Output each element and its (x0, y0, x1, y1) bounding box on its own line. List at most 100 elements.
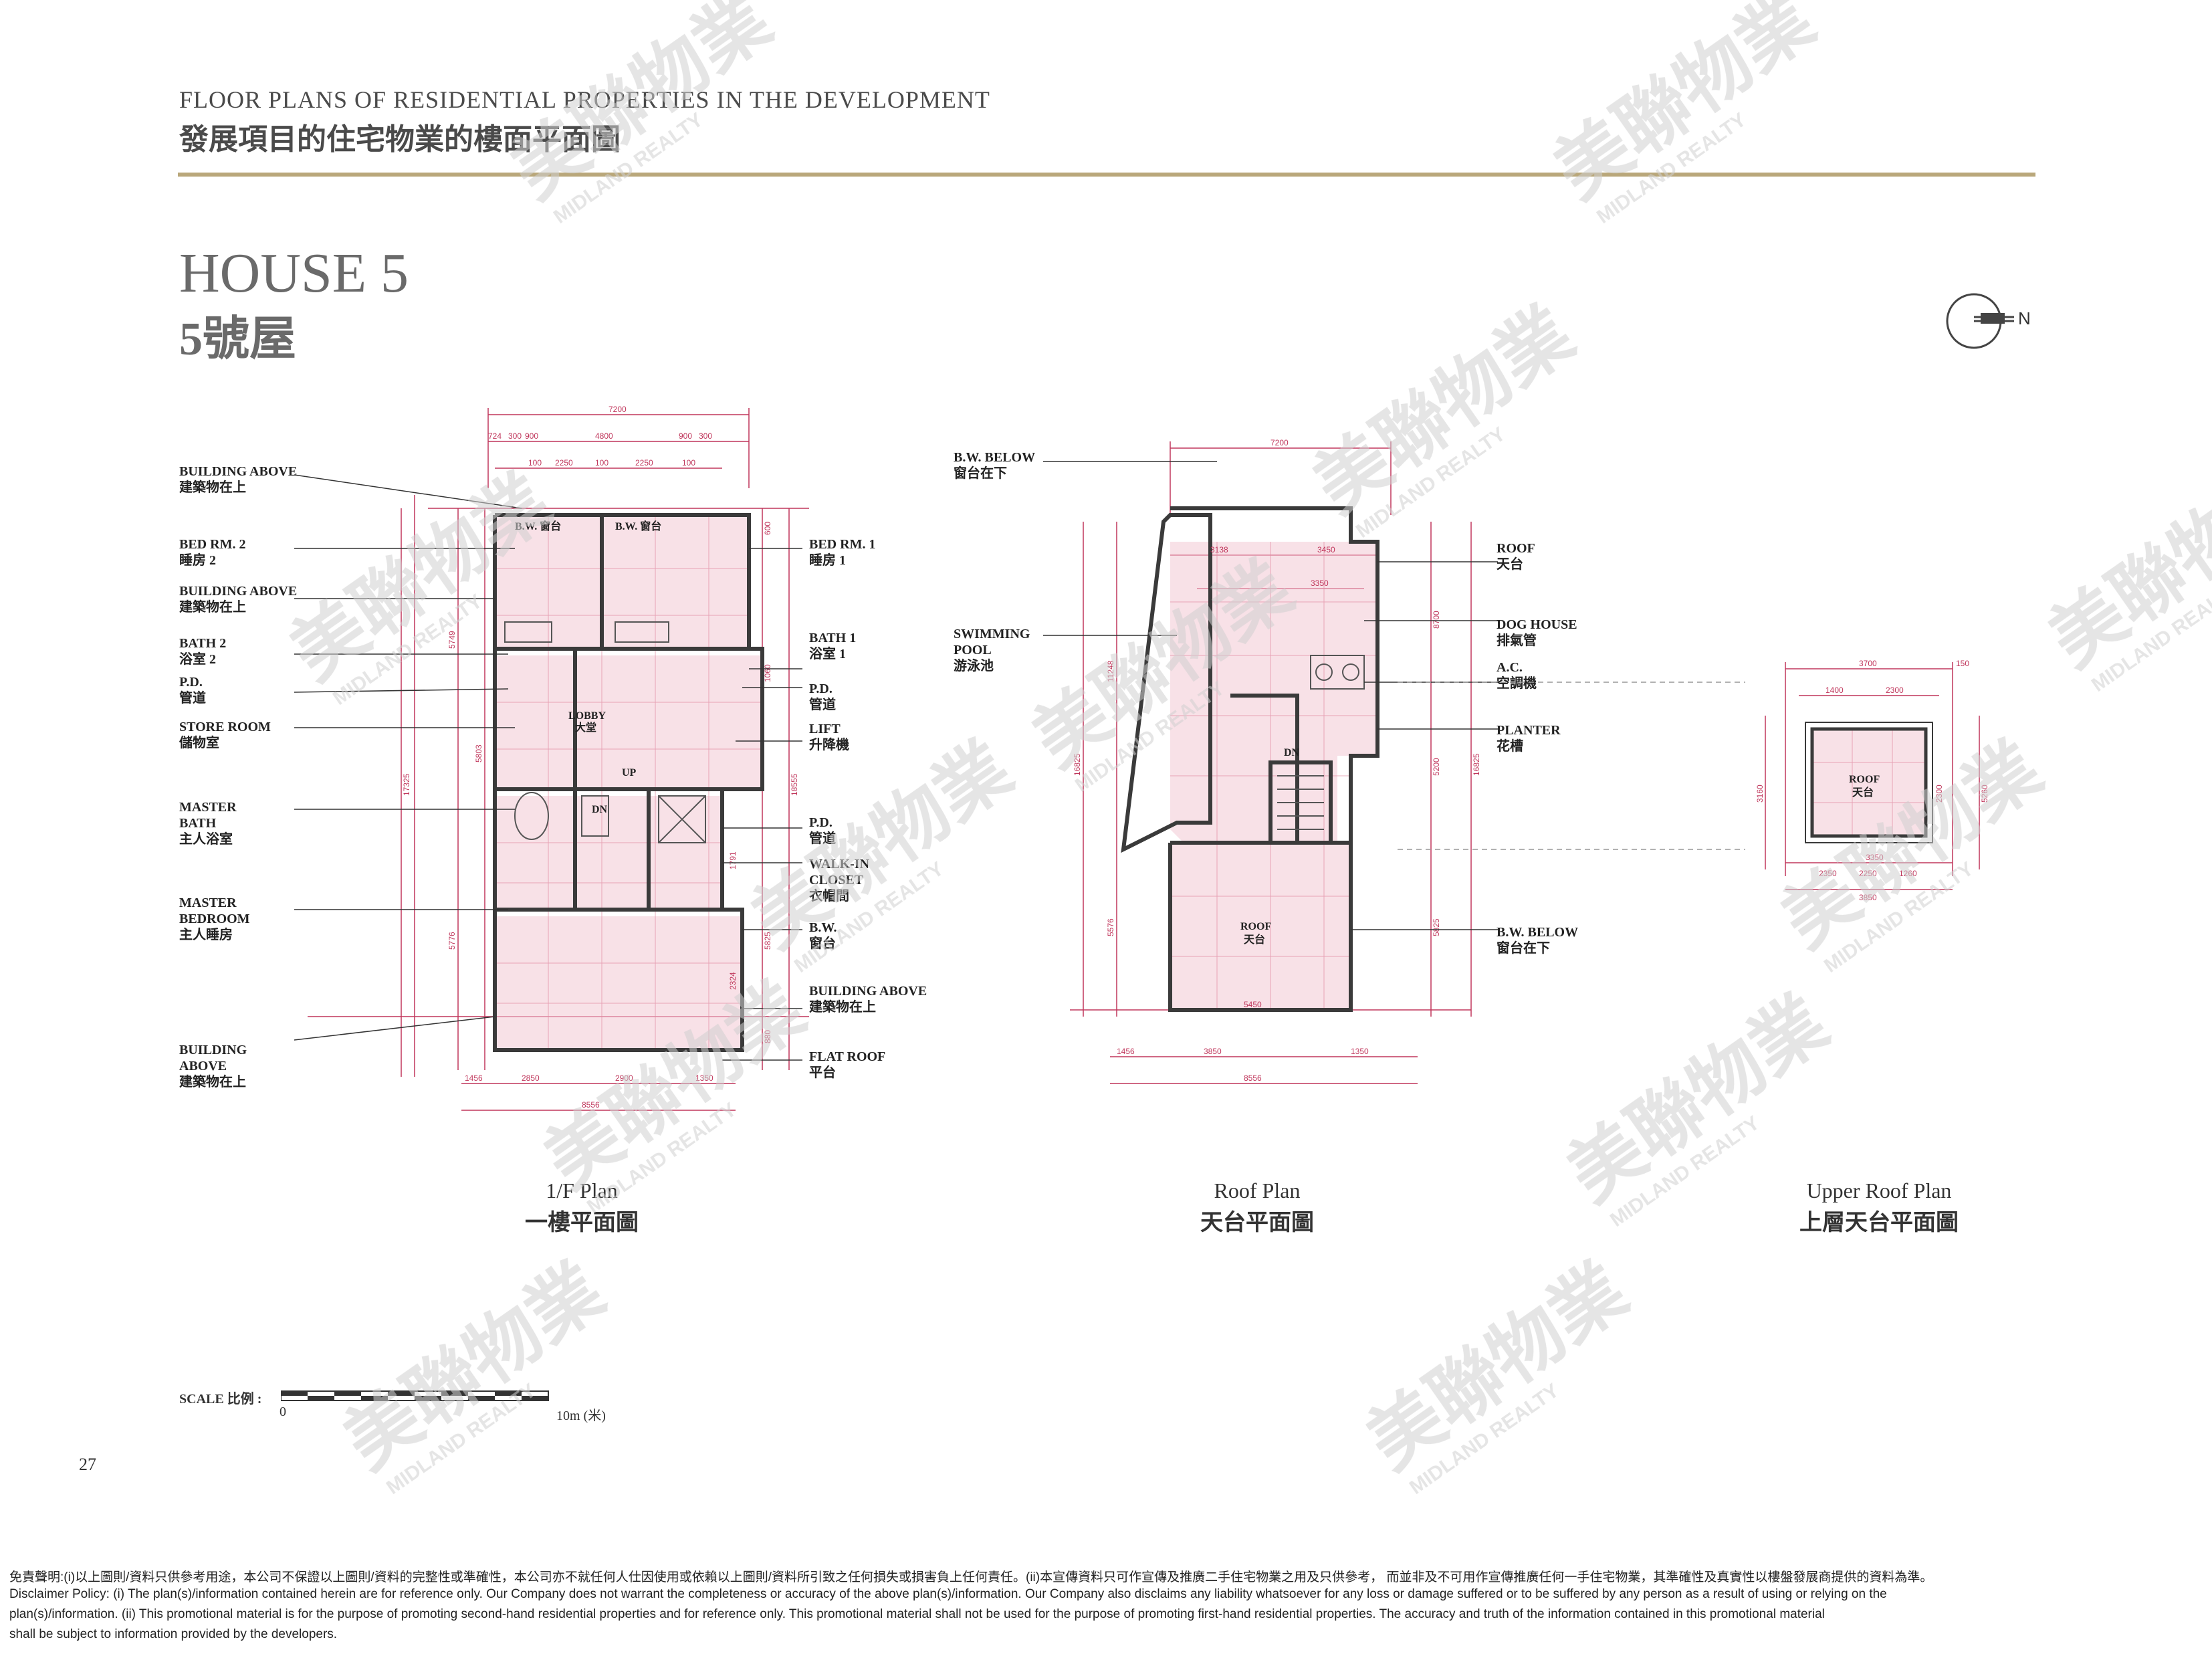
dim-1f-top-d: 4800 (595, 431, 613, 441)
page-number: 27 (79, 1455, 96, 1474)
dim-1f-top-a: 724 (488, 431, 502, 441)
dim-1f-left-b: 5749 (447, 631, 457, 649)
watermark-zh-12: 美聯物業 (1353, 1249, 1641, 1485)
dim-1f-top-j: 2250 (635, 458, 653, 468)
dim-upper-top-d: 2300 (1886, 686, 1904, 695)
dim-roof-right-c: 5200 (1432, 758, 1441, 776)
dim-upper-top-b: 150 (1956, 659, 1969, 668)
dim-1f-right-e: 1791 (728, 851, 738, 869)
scale-max: 10m (米) (556, 1409, 606, 1423)
dim-roof-bottom-c: 5450 (1244, 1000, 1262, 1009)
upper-roof-projection-lines (1398, 682, 1745, 850)
disclaimer-en-2: plan(s)/information. (ii) This promotion… (9, 1607, 1825, 1621)
house-title-en: HOUSE 5 (179, 242, 409, 304)
room-tag-lobby-zh: 大堂 (575, 721, 596, 734)
dim-1f-top-total: 7200 (609, 405, 627, 414)
dim-roof-top-a: 7200 (1270, 438, 1289, 447)
dim-1f-right-g: 880 (763, 1030, 772, 1043)
room-tag-bw2: B.W. 窗台 (615, 520, 661, 532)
room-tag-up: UP (622, 767, 637, 779)
dim-roof-bottom-e: 8556 (1244, 1073, 1262, 1083)
dim-roof-left-c: 5576 (1106, 918, 1115, 936)
dim-upper-bottom-a: 3350 (1866, 853, 1884, 862)
dim-1f-top-c: 900 (525, 431, 538, 441)
caption-roof-zh: 天台平面圖 (1200, 1211, 1314, 1235)
dim-upper-bottom-e: 3850 (1859, 893, 1877, 902)
dim-1f-bottom-b: 2850 (522, 1073, 540, 1083)
watermark-zh-11: 美聯物業 (330, 1249, 618, 1485)
label-1f-bw: B.W.窗台 (809, 920, 837, 951)
page-header-title-zh: 發展項目的住宅物業的樓面平面圖 (179, 123, 621, 156)
floor-plan-1f: B.W. 窗台 B.W. 窗台 LOBBY 大堂 DN UP 7200 724 … (294, 405, 809, 1111)
room-tag-upper-roof: ROOF (1849, 774, 1880, 785)
dim-upper-side-a: 3160 (1755, 785, 1765, 803)
dim-upper-bottom-b: 2350 (1819, 869, 1837, 878)
dim-1f-top-h: 2250 (555, 458, 573, 468)
dim-1f-right-c: 600 (763, 522, 772, 535)
room-tag-roof: ROOF (1240, 921, 1271, 932)
scale-bar (281, 1390, 549, 1401)
label-1f-pd-right-2: P.D.管道 (809, 815, 836, 846)
room-tag-lobby: LOBBY (568, 710, 606, 722)
room-tag-dn: DN (592, 804, 608, 815)
scale-label: SCALE 比例 : (179, 1392, 262, 1407)
dim-roof-right-a: 16825 (1472, 753, 1481, 776)
caption-1f-en: 1/F Plan (546, 1178, 618, 1203)
label-1f-pd-left: P.D.管道 (179, 675, 206, 706)
dim-upper-side-b: 5260 (1980, 785, 1989, 803)
dim-upper-top-c: 1400 (1826, 686, 1844, 695)
watermark-en-6: MIDLAND REALTY (2088, 577, 2212, 696)
dim-1f-top-i: 100 (595, 458, 609, 468)
north-arrow-icon: N (1946, 293, 2031, 349)
watermark-en-10: MIDLAND REALTY (1606, 1112, 1764, 1231)
dim-1f-top-k: 100 (682, 458, 695, 468)
house-title-zh: 5號屋 (179, 314, 296, 365)
dim-1f-bottom-d: 1350 (695, 1073, 713, 1083)
watermark-zh-6: 美聯物業 (2035, 446, 2212, 682)
watermark-zh-2: 美聯物業 (1540, 0, 1828, 214)
dim-1f-left-d: 5776 (447, 932, 457, 950)
dim-roof-left-b: 11248 (1106, 660, 1115, 682)
watermark-en-12: MIDLAND REALTY (1406, 1379, 1563, 1499)
dim-1f-top-b: 300 (508, 431, 522, 441)
dim-upper-side-c: 2300 (1934, 785, 1944, 803)
disclaimer-en-3: shall be subject to information provided… (9, 1627, 338, 1641)
dim-roof-right-d: 5825 (1432, 918, 1441, 936)
dim-roof-bottom-d: 1350 (1351, 1047, 1369, 1056)
dim-1f-left-c: 5803 (474, 744, 483, 762)
dim-1f-bottom-a: 1456 (465, 1073, 483, 1083)
label-1f-pd-right-1: P.D.管道 (809, 682, 836, 712)
scale-zero: 0 (280, 1405, 286, 1419)
dim-roof-top-d: 3350 (1311, 579, 1329, 588)
north-label: N (2018, 308, 2031, 328)
dim-1f-left-a: 17325 (402, 773, 411, 796)
label-roof-ac: A.C.空調機 (1497, 660, 1537, 691)
page-header-title-en: FLOOR PLANS OF RESIDENTIAL PROPERTIES IN… (179, 86, 990, 113)
caption-upper-roof-zh: 上層天台平面圖 (1799, 1211, 1959, 1235)
dim-roof-bottom-b: 3850 (1204, 1047, 1222, 1056)
caption-upper-roof-en: Upper Roof Plan (1806, 1178, 1952, 1203)
dim-upper-bottom-d: 1260 (1899, 869, 1917, 878)
header-divider (178, 173, 2035, 177)
floor-plan-upper-roof: ROOF 天台 3700 150 1400 2300 3350 2350 225… (1755, 659, 1989, 902)
room-tag-upper-roof-zh: 天台 (1852, 786, 1874, 799)
dim-upper-top-a: 3700 (1859, 659, 1877, 668)
caption-roof-en: Roof Plan (1214, 1178, 1301, 1203)
caption-1f-zh: 一樓平面圖 (525, 1211, 639, 1235)
room-tag-roof-zh: 天台 (1244, 933, 1265, 946)
dim-1f-right-b: 5825 (763, 932, 772, 950)
dim-1f-top-f: 300 (699, 431, 712, 441)
